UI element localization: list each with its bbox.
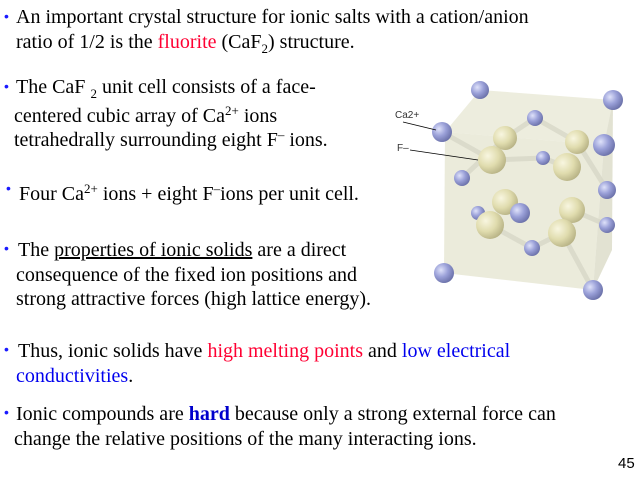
- fluorite-unit-cell-figure: Ca2+ F–: [395, 81, 623, 300]
- bullet-2-line-1: The CaF 2 unit cell consists of a face-: [16, 76, 316, 101]
- ca-label: Ca2+: [395, 110, 419, 121]
- page-number: 45: [618, 455, 635, 472]
- bullet-icon: •: [4, 8, 9, 24]
- bullet-icon: •: [4, 341, 9, 357]
- bullet-1-line-2: ratio of 1/2 is the fluorite (CaF2) stru…: [16, 31, 355, 56]
- bullet-4-line-2: consequence of the fixed ion positions a…: [16, 264, 358, 286]
- bullet-4-line-1: The properties of ionic solids are a dir…: [18, 239, 347, 261]
- bullet-icon: •: [4, 78, 9, 94]
- bullet-5-line-2: conductivities.: [16, 365, 134, 387]
- bullet-5-line-1: Thus, ionic solids have high melting poi…: [18, 340, 511, 362]
- f-label: F–: [397, 143, 409, 154]
- f-ions: [476, 126, 589, 247]
- bullet-4-line-3: strong attractive forces (high lattice e…: [16, 288, 372, 310]
- fluorite-highlight: fluorite: [157, 31, 217, 53]
- bullet-icon: •: [6, 180, 11, 196]
- bullet-icon: •: [4, 404, 9, 420]
- bullet-2-line-3: tetrahedrally surrounding eight F– ions.: [14, 127, 328, 151]
- bullet-icon: •: [4, 240, 9, 256]
- bullet-2-line-2: centered cubic array of Ca2+ ions: [14, 103, 278, 127]
- bullet-6-line-2: change the relative positions of the man…: [14, 428, 477, 450]
- properties-link: properties of ionic solids: [54, 239, 253, 261]
- bullet-6-line-1: Ionic compounds are hard because only a …: [16, 403, 556, 425]
- ca-ions-front: [432, 122, 616, 300]
- bullet-3-line-1: Four Ca2+ ions + eight F–ions per unit c…: [19, 181, 359, 205]
- bullet-1-line-1: An important crystal structure for ionic…: [16, 6, 529, 28]
